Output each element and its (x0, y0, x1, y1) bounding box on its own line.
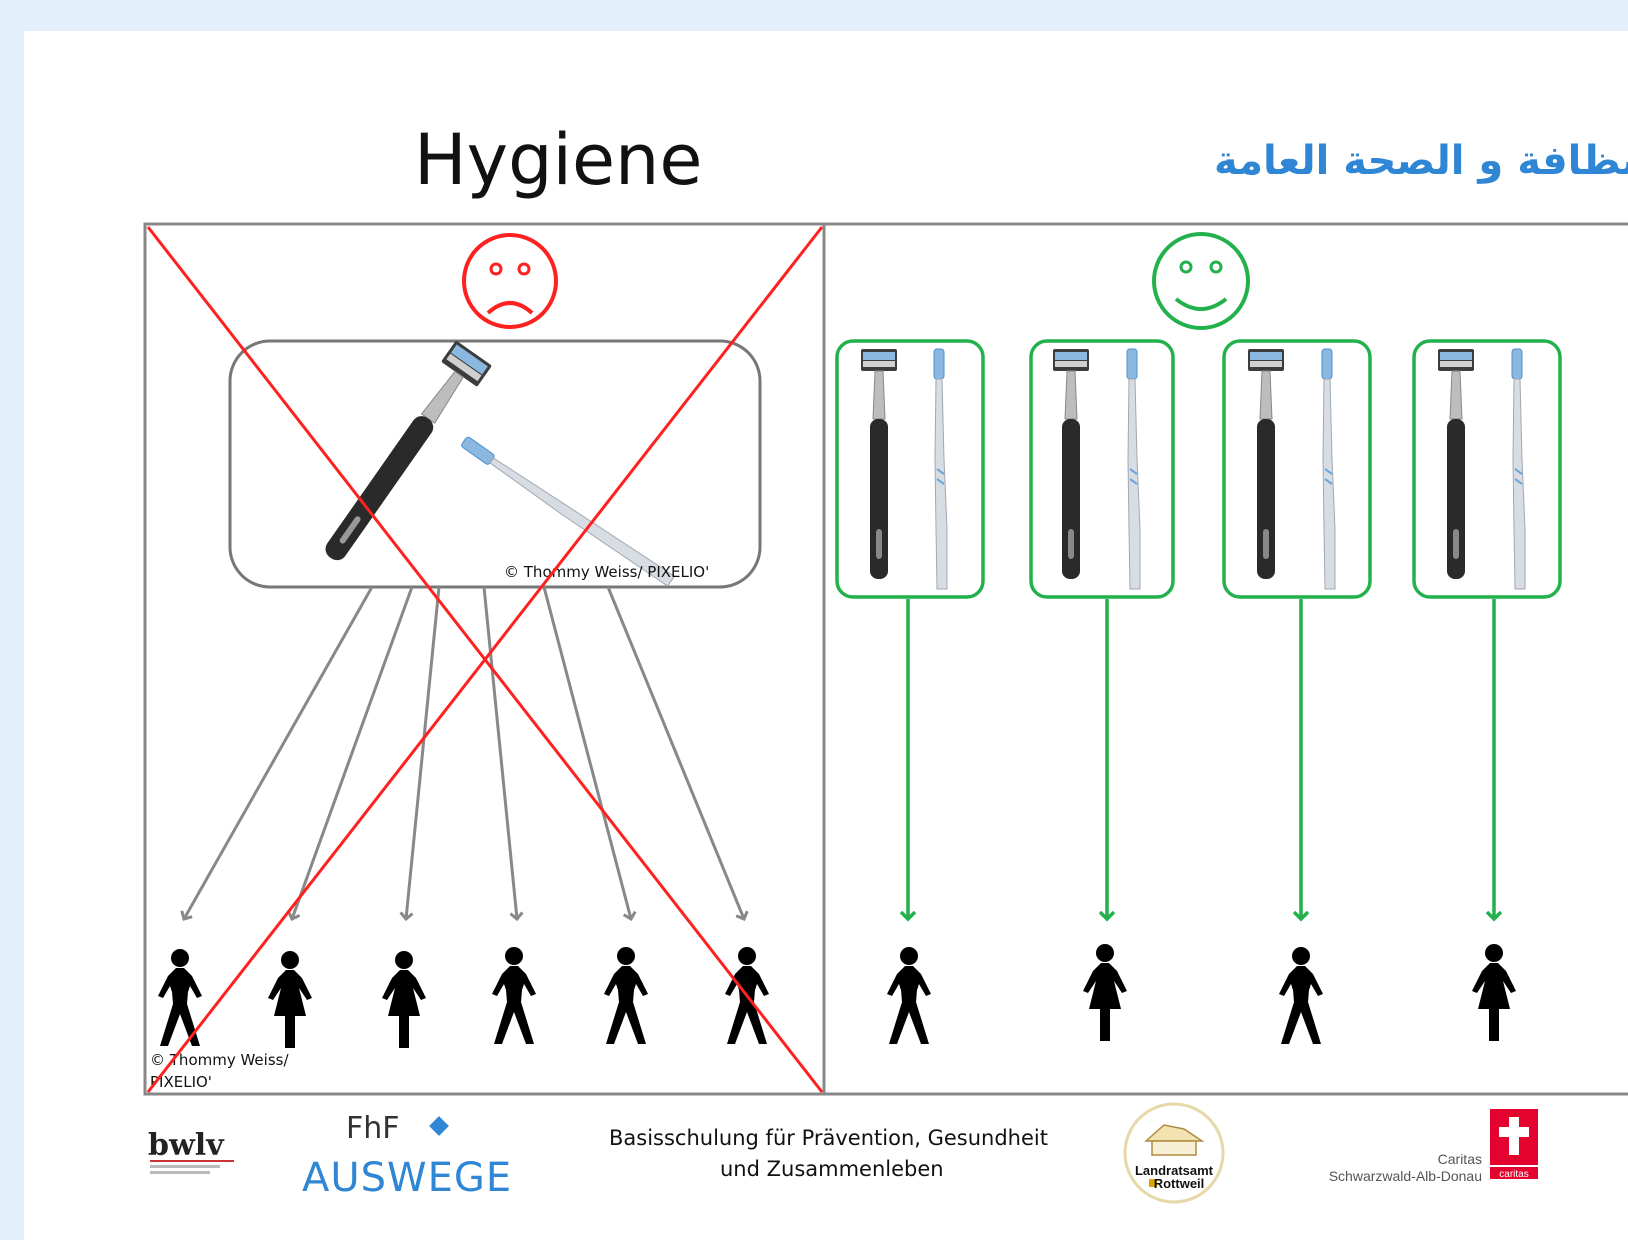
footer-text-line2: und Zusammenleben (720, 1157, 944, 1181)
personal-arrows (908, 599, 1494, 919)
happy-face-icon (1152, 232, 1250, 330)
bottom-credit-line1: © Thommy Weiss/ (150, 1051, 289, 1069)
person-woman-icon (1083, 944, 1127, 1041)
person-woman-icon (1472, 944, 1516, 1041)
person-woman-icon (382, 951, 426, 1048)
person-man-icon (604, 947, 648, 1044)
svg-text:Schwarzwald-Alb-Donau: Schwarzwald-Alb-Donau (1329, 1168, 1482, 1184)
svg-text:Landratsamt: Landratsamt (1135, 1163, 1214, 1178)
image-credit: © Thommy Weiss/ PIXELIO' (504, 563, 709, 581)
bwlv-logo: bwlv (148, 1128, 234, 1174)
razor-image (325, 341, 492, 561)
sad-face-icon (462, 233, 558, 329)
fhf-auswege-logo: FhF AUSWEGE (302, 1111, 512, 1201)
slide: Hygiene النظافة و الصحة العامة © Thommy … (24, 31, 1628, 1240)
svg-text:AUSWEGE: AUSWEGE (302, 1155, 512, 1201)
personal-kit (835, 339, 985, 599)
person-man-icon (1279, 947, 1323, 1044)
cross-out-icon (146, 226, 824, 1093)
page-title-arabic: النظافة و الصحة العامة (1214, 138, 1628, 184)
landratsamt-logo: Landratsamt Rottweil (1123, 1102, 1225, 1204)
person-woman-icon (268, 951, 312, 1048)
svg-text:caritas: caritas (1499, 1169, 1528, 1180)
svg-text:Rottweil: Rottweil (1154, 1176, 1205, 1191)
shared-arrows (184, 586, 744, 919)
personal-kit (1222, 339, 1372, 599)
page-title: Hygiene (414, 119, 702, 201)
svg-text:bwlv: bwlv (148, 1128, 225, 1163)
person-man-icon (887, 947, 931, 1044)
person-man-icon (492, 947, 536, 1044)
bottom-credit-line2: PIXELIO' (150, 1073, 212, 1091)
toothbrush-image (461, 436, 676, 587)
personal-kit (1412, 339, 1562, 599)
caritas-logo: Caritas Schwarzwald-Alb-Donau caritas (1329, 1109, 1538, 1184)
svg-text:FhF: FhF (346, 1111, 400, 1146)
left-panel-frame (143, 222, 826, 1096)
footer-text-line1: Basisschulung für Prävention, Gesundheit (609, 1126, 1048, 1150)
personal-kit (1029, 339, 1175, 599)
svg-text:Caritas: Caritas (1438, 1151, 1482, 1167)
